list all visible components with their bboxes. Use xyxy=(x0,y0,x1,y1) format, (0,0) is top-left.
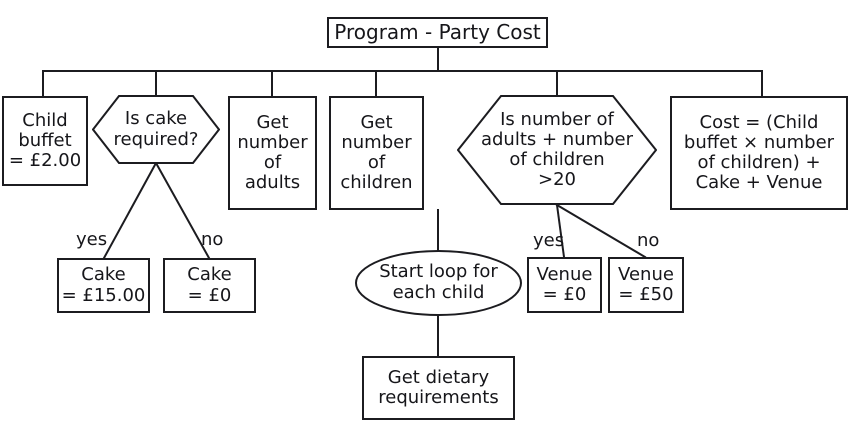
node-program-party-cost[interactable]: Program - Party Cost xyxy=(327,17,548,48)
node-cost-formula[interactable]: Cost = (Child buffet × number of childre… xyxy=(670,96,848,210)
edge-label-venue-yes: yes xyxy=(533,230,565,251)
node-get-dietary[interactable]: Get dietary requirements xyxy=(362,356,515,420)
edge-label-cake-yes: yes xyxy=(76,229,108,250)
node-cake-15[interactable]: Cake = £15.00 xyxy=(57,258,150,313)
node-get-number-of-children[interactable]: Get number of children xyxy=(329,96,424,210)
node-start-loop[interactable]: Start loop for each child xyxy=(355,250,522,316)
node-venue-0[interactable]: Venue = £0 xyxy=(527,257,602,313)
node-is-cake-required-label: Is cake required? xyxy=(113,108,199,150)
node-start-loop-label: Start loop for each child xyxy=(379,261,498,303)
node-is-total-over-20[interactable]: Is number of adults + number of children… xyxy=(457,95,657,205)
node-is-total-over-20-label: Is number of adults + number of children… xyxy=(480,108,634,191)
ellipse-shape xyxy=(355,250,522,316)
edge-label-venue-no: no xyxy=(637,230,660,251)
edge-label-cake-no: no xyxy=(201,229,224,250)
node-cake-0[interactable]: Cake = £0 xyxy=(163,258,256,313)
edge-cake-yes xyxy=(102,161,158,260)
node-child-buffet[interactable]: Child buffet = £2.00 xyxy=(2,96,88,186)
node-get-number-of-adults[interactable]: Get number of adults xyxy=(228,96,317,210)
node-is-cake-required[interactable]: Is cake required? xyxy=(92,95,220,164)
edge-venue-no xyxy=(555,203,647,259)
node-venue-50[interactable]: Venue = £50 xyxy=(608,257,684,313)
hexagon-shape xyxy=(457,95,657,205)
hexagon-shape xyxy=(92,95,220,164)
